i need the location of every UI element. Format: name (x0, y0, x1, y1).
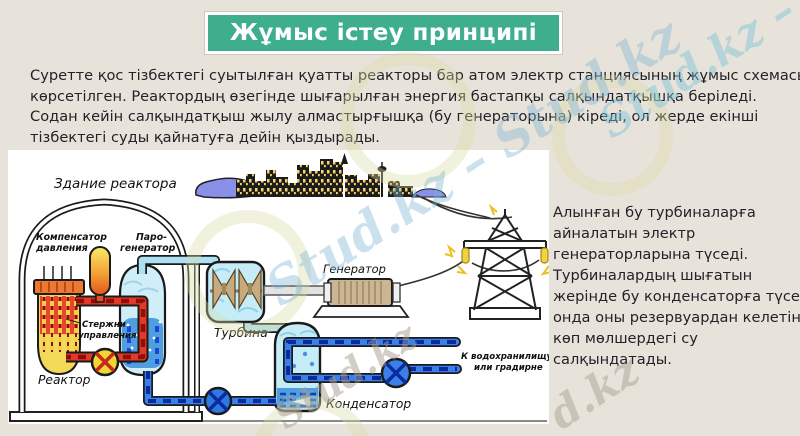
containment-building (9, 198, 203, 422)
label-pressurizer: давления (35, 243, 88, 254)
intro-line: Суретте қос тізбектегі суытылған қуатты … (30, 67, 800, 84)
label-turbine: Турбина (214, 326, 268, 340)
label-leader-line (65, 318, 81, 324)
insulator (461, 247, 470, 264)
condensate-return-pipe (143, 371, 276, 416)
diagram-panel: Здание реактора Компенсатор давления Пар… (8, 150, 549, 424)
side-note-line: генераторларына түседі. (553, 246, 749, 263)
label-reactor: Реактор (38, 373, 91, 387)
side-note-line: жерінде бу конденсаторға түседі, (553, 288, 800, 305)
label-control-rods: Стержни (82, 320, 126, 330)
intro-paragraph: Суретте қос тізбектегі суытылған қуатты … (30, 66, 800, 148)
cooling-water-pipes (283, 337, 462, 389)
pressurizer (89, 246, 111, 303)
side-note-line: онда оны резервуардан келетін (553, 309, 800, 326)
intro-line: көрсетілген. Реактордың өзегінде шығарыл… (30, 87, 757, 105)
label-steam-generator: Паро- (136, 232, 167, 243)
label-reservoir: или градирне (474, 363, 543, 373)
slide-title-box: Жұмыс істеу принципі (205, 12, 562, 54)
generator (263, 278, 410, 318)
side-note-line: Турбиналардың шығатын (553, 267, 753, 284)
label-control-rods: управления (78, 331, 137, 341)
city-skyline (195, 153, 447, 199)
label-reservoir: К водохранилищу (461, 352, 549, 362)
primary-pump (90, 347, 120, 377)
slide-title: Жұмыс істеу принципі (229, 20, 538, 46)
side-note-line: айналатын электр (553, 225, 696, 242)
power-plant-diagram: Здание реактора Компенсатор давления Пар… (9, 153, 549, 422)
label-reactor-building: Здание реактора (54, 176, 177, 192)
intro-line: тізбектегі суды қайнатуға дейін қыздырад… (30, 128, 380, 146)
side-note-line: көп мөлшердегі су (553, 330, 698, 347)
turbine (205, 260, 266, 324)
label-steam-generator: генератор (120, 243, 176, 254)
transmission-tower (444, 203, 549, 320)
insulator (540, 247, 549, 264)
side-note-line: салқындатады. (553, 351, 672, 368)
label-generator: Генератор (323, 262, 386, 276)
side-note-line: Алынған бу турбиналарға (553, 204, 756, 221)
label-condenser: Конденсатор (326, 397, 411, 411)
condenser (273, 321, 322, 413)
side-note-paragraph: Алынған бу турбиналарға айналатын электр… (553, 202, 800, 370)
intro-line: Содан кейін салқындатқыш жылу алмастырғы… (30, 108, 759, 126)
spark-icon (444, 203, 549, 276)
flow-arrow-icon (292, 397, 310, 406)
label-pressurizer: Компенсатор (36, 232, 107, 243)
turbine-blades (212, 267, 262, 311)
